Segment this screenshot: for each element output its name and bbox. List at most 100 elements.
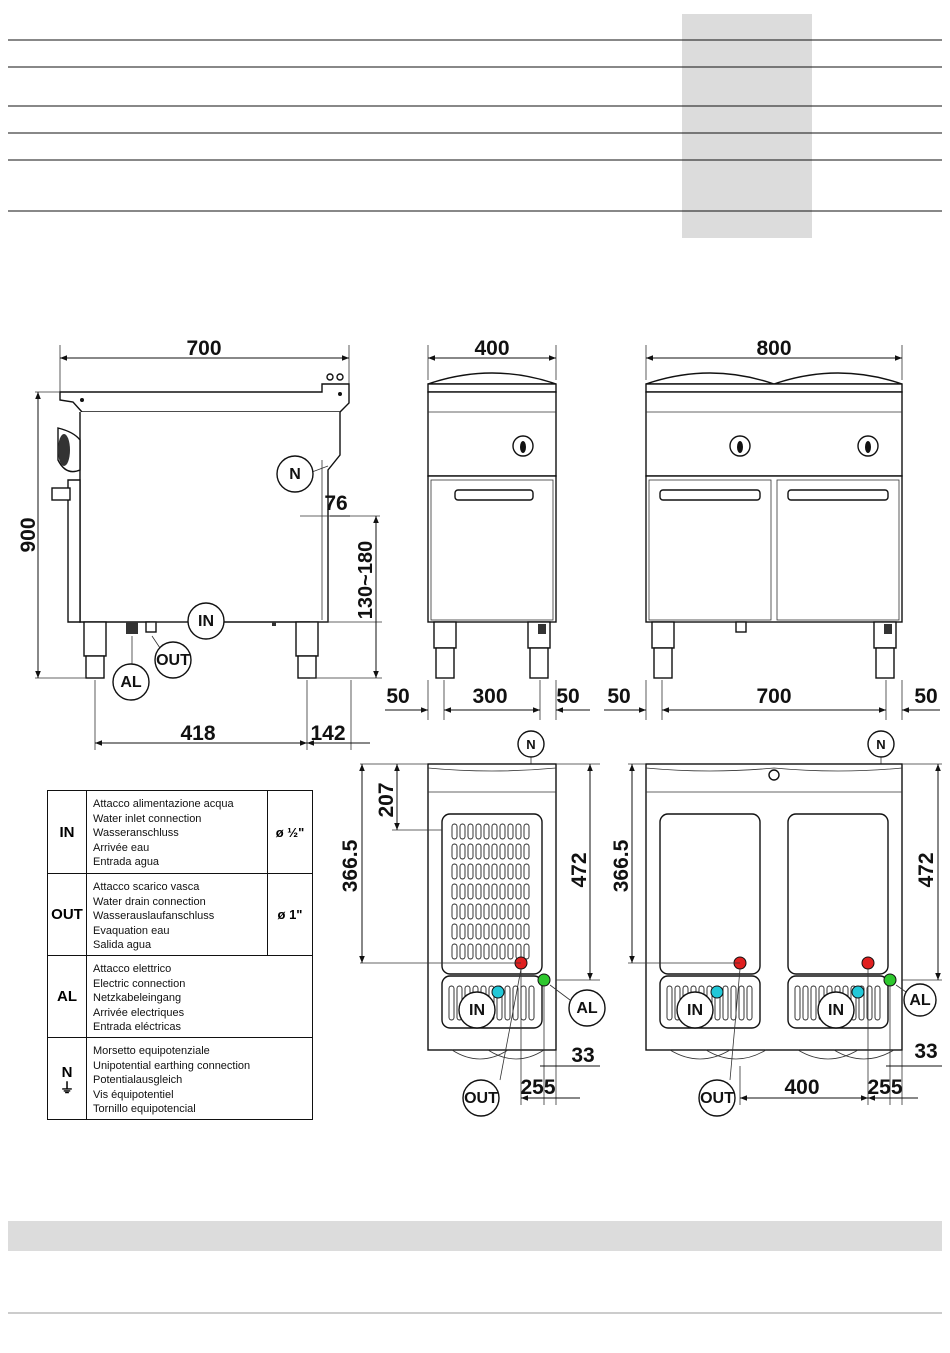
top-double-al-dot — [883, 973, 897, 987]
ground-symbol-icon: ⏚ — [60, 1079, 74, 1096]
grid-slot — [475, 823, 482, 840]
grid-slot — [491, 823, 498, 840]
legend-code-out: OUT — [48, 874, 87, 955]
grid-slot — [523, 843, 530, 860]
svg-text:IN: IN — [828, 1002, 844, 1019]
grid-slot — [459, 823, 466, 840]
top-double-366-label: 366.5 — [610, 839, 633, 892]
grid-slot — [810, 985, 817, 1021]
svg-text:IN: IN — [198, 613, 214, 630]
grid-slot — [528, 985, 535, 1021]
grid-slot — [483, 843, 490, 860]
grid-slot — [451, 843, 458, 860]
top-double-in-dot-right — [851, 985, 865, 999]
legend-row-al: AL Attacco elettrico Electric connection… — [48, 956, 312, 1038]
grid-slot — [491, 883, 498, 900]
top-double-view: N IN IN AL — [610, 730, 942, 1117]
grid-slot — [448, 985, 455, 1021]
side-drain-range-label: 130~180 — [355, 541, 377, 619]
top-single-view: N IN AL OUT — [339, 730, 606, 1117]
side-leg-span-label: 418 — [180, 722, 215, 745]
top-double-basket-left — [659, 813, 761, 975]
grid-slot — [483, 823, 490, 840]
top-single-in-dot — [491, 985, 505, 999]
grid-slot — [499, 923, 506, 940]
top-double-in-callout-left — [676, 991, 714, 1029]
grid-slot — [491, 903, 498, 920]
side-in-callout — [187, 602, 225, 640]
grid-slot — [866, 985, 873, 1021]
grid-slot — [491, 943, 498, 960]
legend-text-out: Attacco scarico vasca Water drain connec… — [93, 881, 215, 952]
grid-slot — [499, 843, 506, 860]
grid-slot — [451, 923, 458, 940]
grid-slot — [730, 985, 737, 1021]
side-n-callout — [276, 455, 314, 493]
front-double-margin-right: 50 — [914, 685, 937, 708]
legend-text-al: Attacco elettrico Electric connection Ne… — [93, 963, 186, 1034]
legend-code-n: N ⏚ — [48, 1038, 87, 1120]
top-double-33-label: 33 — [914, 1040, 937, 1063]
top-single-in-callout — [458, 991, 496, 1029]
legend-row-in: IN Attacco alimentazione acqua Water inl… — [48, 791, 312, 874]
svg-text:AL: AL — [120, 674, 142, 691]
grid-slot — [491, 843, 498, 860]
grid-slot — [451, 863, 458, 880]
top-single-al-dot — [537, 973, 551, 987]
svg-text:OUT: OUT — [700, 1090, 734, 1107]
grid-slot — [515, 843, 522, 860]
side-width-label: 700 — [186, 337, 221, 360]
grid-slot — [459, 903, 466, 920]
side-height-label: 900 — [17, 517, 40, 552]
front-single-margin-right: 50 — [556, 685, 579, 708]
grid-slot — [459, 943, 466, 960]
grid-slot — [507, 903, 514, 920]
grid-slot — [467, 823, 474, 840]
grid-slot — [467, 883, 474, 900]
header-table — [8, 14, 942, 238]
grid-slot — [475, 943, 482, 960]
front-single-margin-left: 50 — [386, 685, 409, 708]
grid-slot — [515, 883, 522, 900]
legend-code-in: IN — [48, 791, 87, 873]
grid-slot — [467, 903, 474, 920]
grid-slot — [507, 823, 514, 840]
grid-slot — [504, 985, 511, 1021]
grid-slot — [467, 943, 474, 960]
top-single-207-label: 207 — [375, 782, 398, 817]
grid-slot — [523, 903, 530, 920]
top-double-in-callout-right — [817, 991, 855, 1029]
grid-slot — [483, 923, 490, 940]
front-single-span: 300 — [472, 685, 507, 708]
grid-slot — [475, 903, 482, 920]
front-single-width-label: 400 — [474, 337, 509, 360]
grid-slot — [475, 863, 482, 880]
grid-slot — [483, 943, 490, 960]
grid-slot — [515, 863, 522, 880]
grid-slot — [858, 985, 865, 1021]
grid-slot — [523, 883, 530, 900]
legend-row-out: OUT Attacco scarico vasca Water drain co… — [48, 874, 312, 956]
top-single-33-label: 33 — [571, 1044, 594, 1067]
top-double-472-label: 472 — [915, 852, 938, 887]
top-single-366-label: 366.5 — [339, 839, 362, 892]
grid-slot — [523, 923, 530, 940]
grid-slot — [507, 843, 514, 860]
top-single-472-label: 472 — [568, 852, 591, 887]
legend-size-in: ø ½" — [267, 791, 312, 873]
front-double-view: 800 — [604, 337, 940, 720]
grid-slot — [722, 985, 729, 1021]
side-top-surface — [59, 383, 350, 413]
svg-text:N: N — [876, 737, 885, 752]
header-grey-column — [682, 14, 812, 238]
grid-slot — [515, 823, 522, 840]
side-out-callout — [154, 641, 192, 679]
top-single-255-label: 255 — [520, 1076, 555, 1099]
grid-slot — [512, 985, 519, 1021]
grid-slot — [515, 903, 522, 920]
grid-slot — [507, 863, 514, 880]
grid-slot — [523, 823, 530, 840]
svg-text:IN: IN — [469, 1002, 485, 1019]
grid-slot — [451, 883, 458, 900]
